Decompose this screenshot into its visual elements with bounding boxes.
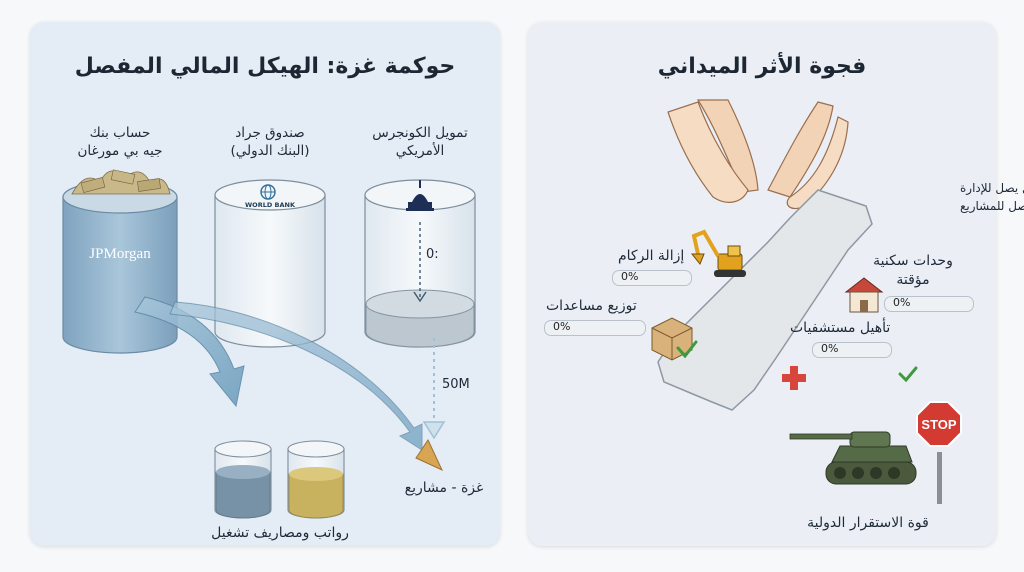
check-icon xyxy=(676,340,698,359)
financial-flow-diagram: JPMorgan WORLD BANK xyxy=(62,169,484,541)
project-hospitals-percent: 0% xyxy=(821,342,839,355)
worldbank-label-line2: (البنك الدولي) xyxy=(230,143,310,159)
project-hospitals-bar: 0% xyxy=(812,342,892,358)
project-aid-bar: 0% xyxy=(544,320,646,336)
globe-icon xyxy=(260,184,276,200)
project-hospitals-label: تأهيل مستشفيات xyxy=(790,320,891,336)
hands-icon xyxy=(667,99,849,210)
jpmorgan-cylinder: JPMorgan xyxy=(62,169,178,354)
impact-illustration: STOP التمويل يصل للإدارة ولكن لا يصل للم… xyxy=(651,99,1024,531)
congress-label-line1: تمويل الكونجرس xyxy=(372,125,468,141)
jpmorgan-label-line2: جيه بي مورغان xyxy=(77,143,163,159)
excavator-icon xyxy=(690,229,746,277)
project-rubble-label: إزالة الركام xyxy=(618,248,685,264)
stop-sign-text: STOP xyxy=(921,417,956,432)
congress-to-gaza-flow: 50M xyxy=(422,338,470,440)
tank-icon xyxy=(789,431,917,485)
note-line1: التمويل يصل للإدارة xyxy=(960,181,1024,196)
medical-cross-icon xyxy=(782,366,806,390)
jpmorgan-label: حساب بنك جيه بي مورغان xyxy=(50,124,190,160)
worldbank-label: صندوق جراد (البنك الدولي) xyxy=(200,124,340,160)
isf-label: قوة الاستقرار الدولية xyxy=(807,515,929,531)
field-impact-panel: فجوة الأثر الميداني xyxy=(528,22,1024,546)
worldbank-logo-text: WORLD BANK xyxy=(245,201,296,209)
money-icon xyxy=(71,169,171,195)
gaza-projects-label: غزة - مشاريع xyxy=(405,480,484,496)
congress-label-line2: الأمريكي xyxy=(395,143,445,159)
gaza-map-icon xyxy=(657,189,873,411)
project-housing-label: وحدات سكنية مؤقتة xyxy=(858,252,968,290)
financial-structure-panel: حوكمة غزة: الهيكل المالي المفصل حساب بنك… xyxy=(30,22,500,546)
note-line2: ولكن لا يصل للمشاريع xyxy=(960,199,1024,214)
flow-amount: 50M xyxy=(442,377,470,392)
jpmorgan-flow-arrow xyxy=(134,296,444,472)
project-housing-bar: 0% xyxy=(884,296,974,312)
jpmorgan-label-line1: حساب بنك xyxy=(89,125,151,141)
capitol-icon xyxy=(406,180,434,211)
box-icon xyxy=(651,317,693,361)
project-housing-label-line1: وحدات سكنية xyxy=(873,253,953,269)
worldbank-cylinder: WORLD BANK xyxy=(214,179,326,348)
project-housing-percent: 0% xyxy=(893,296,911,309)
project-housing-label-line2: مؤقتة xyxy=(896,272,930,288)
project-rubble-bar: 0% xyxy=(612,270,692,286)
congress-label: تمويل الكونجرس الأمريكي xyxy=(350,124,490,160)
check-icon-hospital xyxy=(898,366,918,383)
operating-cup-blue xyxy=(214,440,272,519)
stop-sign-icon: STOP xyxy=(916,401,962,504)
jpmorgan-logo-text: JPMorgan xyxy=(89,246,151,262)
project-aid-percent: 0% xyxy=(553,320,571,333)
right-panel-title: فجوة الأثر الميداني xyxy=(657,54,867,79)
project-aid-label: توزيع مساعدات xyxy=(546,298,637,314)
worldbank-label-line1: صندوق جراد xyxy=(235,125,305,141)
house-icon xyxy=(844,277,884,313)
congress-flow-value: 0: xyxy=(426,247,439,262)
left-panel-title: حوكمة غزة: الهيكل المالي المفصل xyxy=(74,54,456,79)
project-rubble-percent: 0% xyxy=(621,270,639,283)
congress-cylinder: 0: xyxy=(364,179,476,348)
operating-cup-gold xyxy=(287,440,345,519)
operating-label: رواتب ومصاريف تشغيل xyxy=(211,525,349,541)
